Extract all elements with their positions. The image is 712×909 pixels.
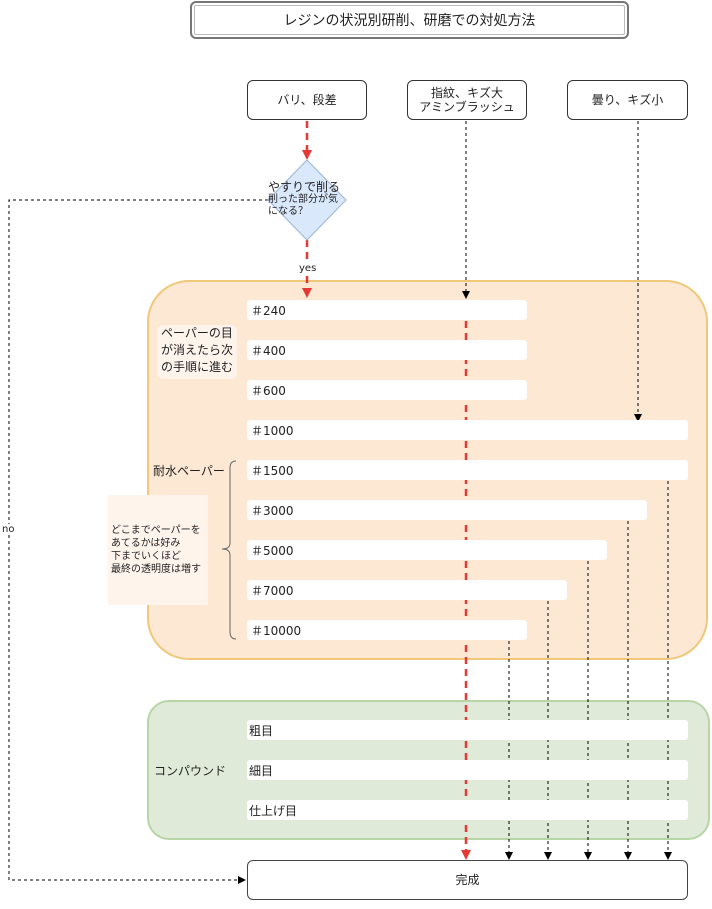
start-node-burr: バリ、段差 (247, 80, 367, 120)
edge-label-no: no (2, 524, 15, 535)
grit-step-7000-label: ＃7000 (251, 583, 294, 598)
grit-step-400: ＃400 (247, 340, 527, 360)
edge-label-yes: yes (298, 263, 318, 274)
paper-step-note-line3: の手順に進む (160, 360, 233, 374)
compound-step-coarse-label: 粗目 (249, 723, 274, 738)
waterproof-paper-label: 耐水ペーパー (153, 464, 225, 478)
grit-step-10000-label: ＃10000 (251, 623, 302, 638)
start-node-fingerprint-line1: 指紋、キズ大 (430, 86, 503, 100)
grit-step-10000: ＃10000 (247, 620, 527, 640)
compound-label: コンパウンド (154, 764, 227, 778)
start-node-cloudy-label: 曇り、キズ小 (591, 93, 664, 107)
grit-choice-tip-line4: 最終の透明度は増す (111, 564, 201, 575)
grit-step-1000-label: ＃1000 (251, 423, 294, 438)
diagram-title: レジンの状況別研削、研磨での対処方法 (190, 1, 629, 39)
start-node-fingerprint-line2: アミンブラッシュ (419, 100, 515, 114)
grit-step-240: ＃240 (247, 300, 527, 320)
grit-choice-tip-line3: 下までいくほど (111, 551, 181, 562)
end-node-complete: 完成 (247, 860, 688, 900)
grit-choice-tip-line2: あてるかは好み (111, 538, 181, 549)
end-node-complete-label: 完成 (455, 873, 480, 887)
grit-step-3000-label: ＃3000 (251, 503, 294, 518)
compound-step-finish: 仕上げ目 (247, 800, 688, 820)
grit-step-3000: ＃3000 (247, 500, 647, 520)
grit-step-1500: ＃1500 (247, 460, 688, 480)
decision-line1: やすりで削る (268, 180, 341, 194)
compound-step-finish-label: 仕上げ目 (249, 803, 298, 818)
grit-step-5000-label: ＃5000 (251, 543, 294, 558)
compound-step-fine-label: 細目 (249, 763, 274, 778)
paper-step-note: ペーパーの目 が消えたら次 の手順に進む (157, 325, 237, 379)
paper-step-note-line2: が消えたら次 (160, 343, 233, 357)
grit-choice-tip-line1: どこまでペーパーを (111, 525, 201, 536)
brace (221, 460, 237, 640)
grit-choice-tip: どこまでペーパーを あてるかは好み 下までいくほど 最終の透明度は増す (108, 495, 208, 605)
decision-diamond (267, 159, 347, 241)
compound-step-fine: 細目 (247, 760, 688, 780)
decision-line3: になる？ (268, 206, 308, 217)
start-node-fingerprint: 指紋、キズ大 アミンブラッシュ (407, 80, 527, 120)
grit-step-5000: ＃5000 (247, 540, 607, 560)
compound-step-coarse: 粗目 (247, 720, 688, 740)
start-node-burr-label: バリ、段差 (277, 93, 337, 107)
grit-step-400-label: ＃400 (251, 343, 286, 358)
grit-step-7000: ＃7000 (247, 580, 567, 600)
grit-step-600: ＃600 (247, 380, 527, 400)
decision-line2: 削った部分が気 (268, 194, 338, 205)
arrow-decision-no (8, 199, 268, 884)
start-node-cloudy: 曇り、キズ小 (567, 80, 688, 120)
diagram-title-text: レジンの状況別研削、研磨での対処方法 (283, 13, 536, 29)
paper-step-note-line1: ペーパーの目 (161, 326, 233, 340)
decision-text: やすりで削る 削った部分が気 になる？ (268, 180, 358, 218)
grit-step-1000: ＃1000 (247, 420, 688, 440)
grit-step-600-label: ＃600 (251, 383, 286, 398)
grit-step-1500-label: ＃1500 (251, 463, 294, 478)
grit-step-240-label: ＃240 (251, 303, 286, 318)
